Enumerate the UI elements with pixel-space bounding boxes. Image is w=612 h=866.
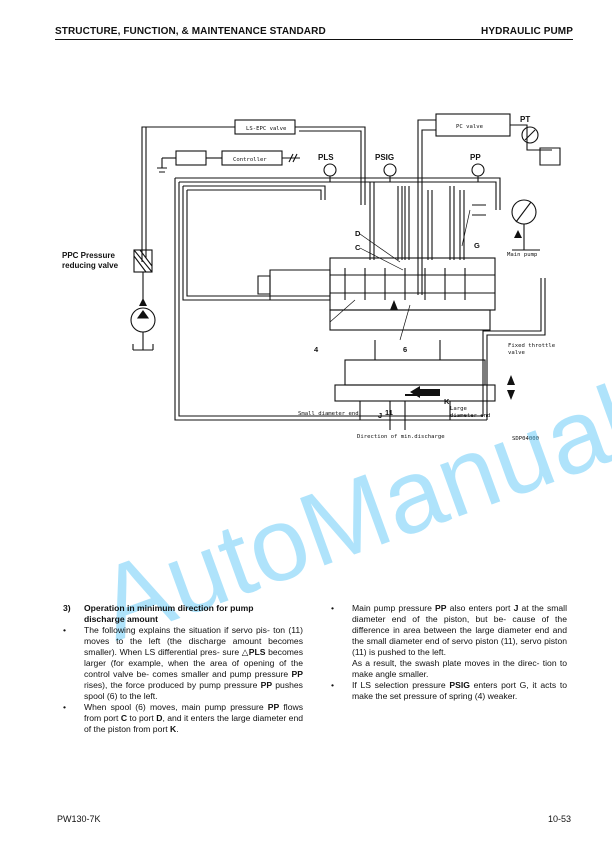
left-column: 3) Operation in minimum direction for pu…	[63, 603, 303, 735]
fixed-throttle-label-line2: valve	[508, 350, 525, 356]
solenoid-box	[175, 150, 207, 166]
header-rule	[55, 39, 573, 40]
controller-label: Controller	[233, 157, 267, 163]
header-title: STRUCTURE, FUNCTION, & MAINTENANCE STAND…	[55, 26, 326, 37]
bullet-text: The following explains the situation if …	[84, 625, 304, 701]
part-6-label: 6	[403, 345, 407, 354]
servo-block	[344, 359, 486, 386]
result-paragraph: As a result, the swash plate moves in th…	[352, 658, 567, 679]
header-section: HYDRAULIC PUMP	[481, 26, 573, 37]
bullet-port-j: • Main pump pressure PP also enters port…	[331, 603, 567, 658]
section-number: 3)	[63, 603, 71, 613]
port-k-label: K	[444, 397, 450, 406]
bullet-text: Main pump pressure PP also enters port J…	[352, 603, 568, 657]
part-4-label: 4	[314, 345, 319, 354]
pp-gauge	[471, 163, 485, 177]
bullet-ls-selection: • If LS selection pressure PSIG enters p…	[331, 680, 567, 702]
large-diameter-label-line1: Large	[450, 406, 467, 412]
bullet-text: If LS selection pressure PSIG enters por…	[352, 680, 567, 701]
pls-label: PLS	[318, 153, 334, 162]
control-valve-body	[329, 257, 496, 311]
ls-epc-valve-label: LS-EPC valve	[246, 126, 287, 132]
large-diameter-label-line2: diameter end	[450, 413, 490, 419]
figure-code: SDP04000	[512, 436, 539, 442]
bullet-mark: •	[331, 603, 335, 613]
psig-gauge	[383, 163, 397, 177]
right-column: • Main pump pressure PP also enters port…	[331, 603, 567, 702]
bullet-mark: •	[63, 625, 67, 635]
pls-gauge	[323, 163, 337, 177]
footer-model: PW130-7K	[57, 814, 101, 824]
fixed-throttle-label-line1: Fixed throttle	[508, 343, 556, 349]
bullet-text: When spool (6) moves, main pump pressure…	[84, 702, 303, 734]
part-11-label: 11	[385, 408, 393, 417]
bullet-mark: •	[331, 680, 335, 690]
ppc-label-line2: reducing valve	[62, 261, 119, 270]
ppc-label-line1: PPC Pressure	[62, 251, 115, 260]
port-d-label: D	[355, 229, 361, 238]
port-j-label: J	[378, 411, 382, 420]
psig-label: PSIG	[375, 153, 394, 162]
direction-label: Direction of min.discharge	[357, 434, 445, 440]
bullet-spool-moves: • When spool (6) moves, main pump pressu…	[63, 702, 303, 735]
bullet-mark: •	[63, 702, 67, 712]
section-title: Operation in minimum direction for pump …	[84, 603, 254, 624]
pt-gauge	[521, 126, 539, 144]
pp-label: PP	[470, 153, 481, 162]
servo-piston	[334, 384, 496, 402]
port-c-label: C	[355, 243, 361, 252]
footer-page-number: 10-53	[547, 814, 571, 824]
section-heading: 3) Operation in minimum direction for pu…	[63, 603, 303, 625]
port-g-label: G	[474, 241, 480, 250]
pt-label: PT	[520, 115, 530, 124]
bullet-servo-piston: • The following explains the situation i…	[63, 625, 303, 702]
small-diameter-label: Small diameter end	[298, 411, 359, 417]
pc-valve-label: PC valve	[456, 124, 484, 130]
main-pump-label: Main pump	[507, 252, 538, 258]
